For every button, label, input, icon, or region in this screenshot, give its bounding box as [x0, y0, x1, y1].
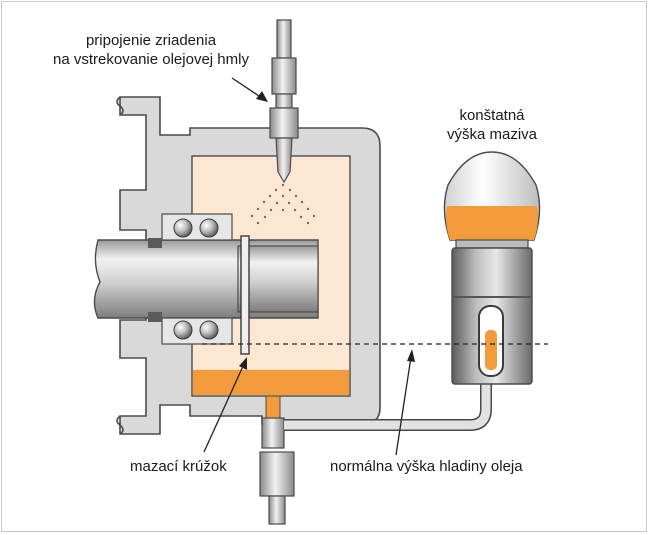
normal-oil-level-label: normálna výška hladiny oleja — [330, 458, 523, 475]
oil-sump — [193, 370, 349, 395]
mist-device-label: pripojenie zriadenia na vstrekovanie ole… — [34, 31, 268, 69]
mist-device-label-line2: na vstrekovanie olejovej hmly — [53, 51, 249, 68]
oil-ring-label: mazací krúžok — [130, 458, 227, 475]
constant-level-label-line2: výška maziva — [446, 126, 538, 143]
bearing — [148, 213, 233, 345]
shaft — [93, 239, 319, 319]
leader-arrows — [203, 77, 415, 456]
oil-ring — [240, 235, 250, 355]
mist-device-label-line1: pripojenie zriadenia — [85, 32, 217, 49]
constant-level-oiler — [443, 151, 541, 385]
drain-fitting — [259, 395, 295, 525]
constant-level-label: konštatná výška maziva — [418, 106, 566, 144]
oil-mist-spray — [250, 183, 316, 225]
mist-nozzle — [269, 19, 299, 184]
constant-level-label-line1: konštatná — [459, 107, 525, 124]
